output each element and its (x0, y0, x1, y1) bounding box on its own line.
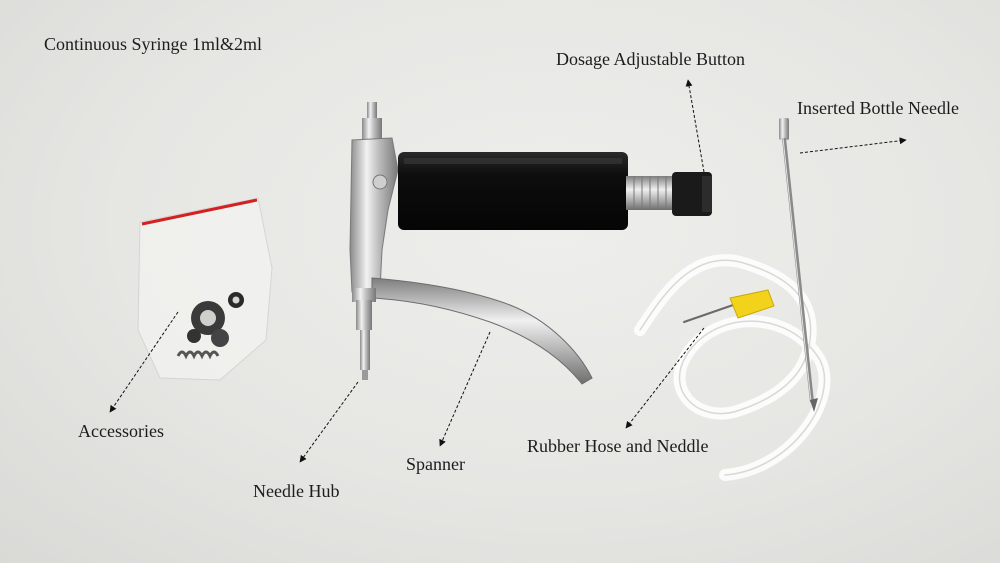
rubber-hose (634, 254, 831, 481)
label-spanner: Spanner (406, 454, 465, 474)
bag-seal-stripe (141, 198, 258, 226)
label-dosage-button: Dosage Adjustable Button (556, 49, 745, 69)
label-needle-hub: Needle Hub (253, 481, 340, 501)
callout-arrows (109, 79, 907, 463)
arrow-spanner (439, 331, 491, 447)
label-bottle-needle: Inserted Bottle Needle (797, 98, 959, 118)
label-rubber-hose: Rubber Hose and Neddle (527, 436, 709, 456)
syringe-frame (349, 102, 593, 385)
arrow-accessories (109, 311, 179, 413)
arrow-bottle-needle (799, 137, 907, 154)
arrow-dosage-button (685, 79, 705, 173)
yellow-needle-hub (729, 289, 775, 319)
arrow-needle-hub (299, 381, 359, 463)
spring (176, 350, 220, 360)
needle-hub-part (356, 300, 372, 330)
arrow-rubber-hose (625, 327, 705, 429)
label-accessories: Accessories (78, 421, 164, 441)
photo-title: Continuous Syringe 1ml&2ml (44, 34, 263, 54)
accessories-bag (137, 197, 273, 381)
spanner-handle (371, 277, 593, 385)
bottle-needle (779, 118, 818, 412)
syringe-barrel (398, 152, 712, 230)
